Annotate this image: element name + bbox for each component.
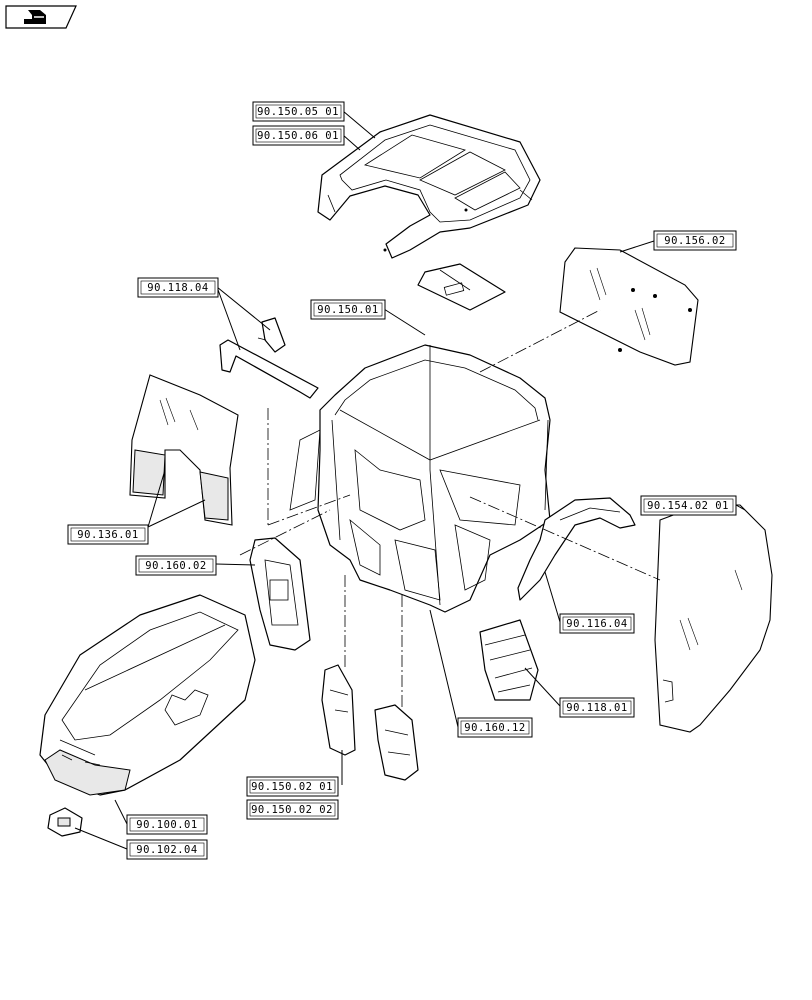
label-mirror[interactable]: 90.118.04 [137, 277, 219, 298]
alignment-lines [239, 309, 661, 708]
label-text: 90.150.02 02 [251, 804, 333, 816]
label-mount-2[interactable]: 90.150.02 02 [246, 799, 339, 820]
label-hood[interactable]: 90.100.01 [126, 814, 208, 835]
label-text: 90.118.01 [566, 702, 627, 714]
label-windshield[interactable]: 90.136.01 [67, 524, 149, 545]
label-platform[interactable]: 90.160.12 [457, 717, 533, 738]
cab-mounting-bracket-right [374, 704, 419, 781]
label-roof-plate[interactable]: 90.150.01 [310, 299, 386, 320]
label-fender[interactable]: 90.116.04 [559, 613, 635, 634]
label-text: 90.150.05 01 [257, 106, 339, 118]
label-steps[interactable]: 90.118.01 [559, 697, 635, 718]
access-steps [479, 619, 539, 701]
label-seat-panel[interactable]: 90.160.02 [135, 555, 217, 576]
label-rear-window[interactable]: 90.156.02 [653, 230, 737, 251]
roof-panel [317, 114, 541, 259]
next-page-button[interactable] [5, 5, 77, 29]
grille-part [47, 807, 83, 837]
next-page-icon [24, 10, 46, 24]
label-text: 90.116.04 [566, 618, 627, 630]
label-roof-1[interactable]: 90.150.05 01 [252, 101, 345, 122]
leader-lines [74, 110, 746, 850]
cab-frame [289, 344, 551, 613]
windshield-glass [129, 374, 239, 526]
label-side-door[interactable]: 90.154.02 01 [640, 495, 737, 516]
mirror-assembly [219, 317, 319, 399]
label-mount-1[interactable]: 90.150.02 01 [246, 776, 339, 797]
rear-window-glass [559, 247, 699, 366]
label-text: 90.154.02 01 [647, 500, 729, 512]
label-grille[interactable]: 90.102.04 [126, 839, 208, 860]
label-text: 90.100.01 [136, 819, 197, 831]
seat-back-panel [249, 537, 311, 651]
label-text: 90.160.02 [145, 560, 206, 572]
engine-hood [39, 594, 256, 796]
label-text: 90.160.12 [464, 722, 525, 734]
label-roof-2[interactable]: 90.150.06 01 [252, 125, 345, 146]
label-text: 90.150.06 01 [257, 130, 339, 142]
label-text: 90.118.04 [147, 282, 208, 294]
side-door-glass [654, 504, 773, 733]
label-text: 90.156.02 [664, 235, 725, 247]
fender [517, 497, 636, 601]
cab-mounting-bracket-left [321, 664, 356, 756]
label-text: 90.150.02 01 [251, 781, 333, 793]
roof-plate [417, 263, 506, 311]
label-text: 90.136.01 [77, 529, 138, 541]
label-text: 90.150.01 [317, 304, 378, 316]
label-text: 90.102.04 [136, 844, 197, 856]
